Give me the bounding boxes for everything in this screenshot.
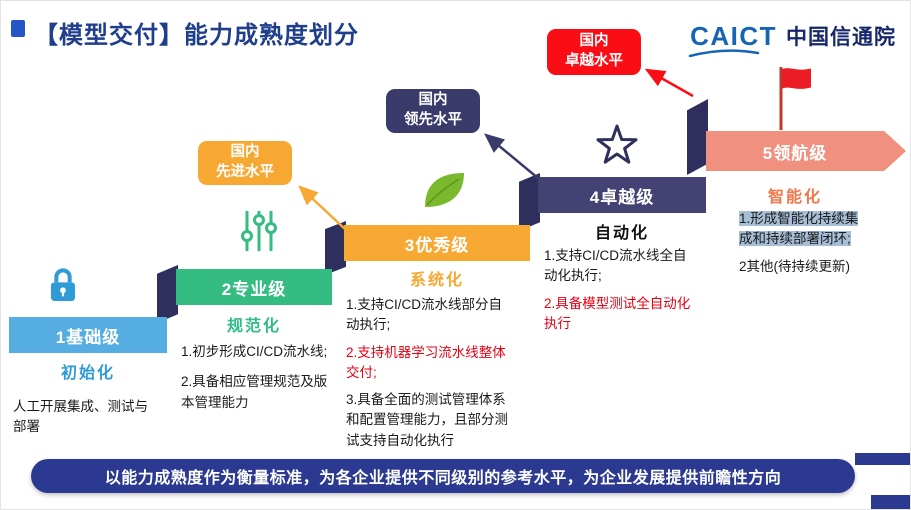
level-5-arrow-bar: 5领航级	[706, 131, 906, 171]
badge-domestic-excellent: 国内 卓越水平	[547, 29, 641, 75]
desc-line: 2其他(待持续更新)	[739, 258, 850, 274]
step-riser-1	[157, 265, 178, 323]
level-2-sublabel: 规范化	[226, 318, 281, 335]
desc-line-red: 2.具备模型测试全自动化执行	[544, 295, 691, 331]
level-3-sublabel: 系统化	[409, 272, 464, 289]
arrow-to-leading-badge	[484, 133, 540, 180]
flag-icon	[779, 67, 811, 130]
badge-line: 先进水平	[216, 164, 274, 180]
badge-line: 卓越水平	[565, 53, 623, 69]
arrow-to-advanced-badge	[298, 185, 346, 230]
desc-line: 2.具备相应管理规范及版本管理能力	[181, 374, 328, 410]
badge-line: 国内	[579, 33, 609, 50]
lock-icon	[51, 268, 75, 301]
highlighted-text: 1.形成智能化持续集成和持续部署闭环;	[739, 211, 859, 247]
desc-line: 3.具备全面的测试管理体系和配置管理能力，且部分测试支持自动化执行	[346, 392, 508, 448]
badge-domestic-advanced: 国内 先进水平	[198, 141, 292, 185]
step-riser-2	[325, 221, 346, 275]
badge-domestic-leading: 国内 领先水平	[386, 89, 480, 133]
level-2-description: 1.初步形成CI/CD流水线; 2.具备相应管理规范及版本管理能力	[181, 342, 333, 423]
desc-line: 1.支持CI/CD流水线部分自动执行;	[346, 297, 503, 333]
footer-summary-bar: 以能力成熟度作为衡量标准，为各企业提供不同级别的参考水平，为企业发展提供前瞻性方…	[31, 459, 855, 493]
level-3-description: 1.支持CI/CD流水线部分自动执行; 2.支持机器学习流水线整体交付; 3.具…	[346, 295, 514, 458]
level-1-sublabel: 初始化	[60, 365, 115, 382]
desc-line: 人工开展集成、测试与部署	[13, 399, 148, 435]
level-5-description: 1.形成智能化持续集成和持续部署闭环; 2其他(待持续更新)	[739, 209, 869, 284]
step-riser-3	[519, 173, 540, 231]
badge-line: 国内	[230, 144, 260, 161]
level-2-bar: 2专业级	[176, 269, 332, 305]
caict-logo-latin: CAICT	[688, 21, 777, 57]
level-5-sublabel: 智能化	[767, 189, 822, 206]
badge-line: 国内	[418, 92, 448, 109]
star-icon	[596, 124, 638, 164]
sliders-icon	[241, 211, 277, 251]
level-4-description: 1.支持CI/CD流水线全自动化执行; 2.具备模型测试全自动化执行	[544, 246, 696, 341]
desc-line-red: 2.支持机器学习流水线整体交付;	[346, 344, 506, 380]
leaf-icon	[425, 173, 464, 207]
logo-swoosh-icon	[688, 49, 760, 57]
level-4-bar: 4卓越级	[538, 177, 706, 213]
badge-line: 领先水平	[404, 112, 462, 128]
level-1-bar: 1基础级	[9, 317, 167, 353]
desc-line: 1.初步形成CI/CD流水线;	[181, 344, 328, 359]
caict-logo-cn: 中国信通院	[786, 26, 896, 49]
level-1-description: 人工开展集成、测试与部署	[13, 397, 158, 445]
footer-deco-corner	[871, 495, 910, 509]
desc-line: 1.支持CI/CD流水线全自动化执行;	[544, 248, 687, 284]
level-4-sublabel: 自动化	[594, 225, 649, 242]
caict-logo-text: CAICT	[690, 21, 777, 51]
desc-line-highlighted: 1.形成智能化持续集成和持续部署闭环;	[739, 209, 869, 250]
footer-deco-strip	[855, 453, 910, 465]
level-3-bar: 3优秀级	[344, 225, 530, 261]
caict-logo: CAICT 中国信通院	[688, 21, 896, 57]
step-riser-4	[687, 99, 708, 175]
title-bullet-square	[11, 20, 25, 37]
page-title: 【模型交付】能力成熟度划分	[34, 22, 359, 49]
arrow-to-excellent-badge	[644, 68, 694, 98]
